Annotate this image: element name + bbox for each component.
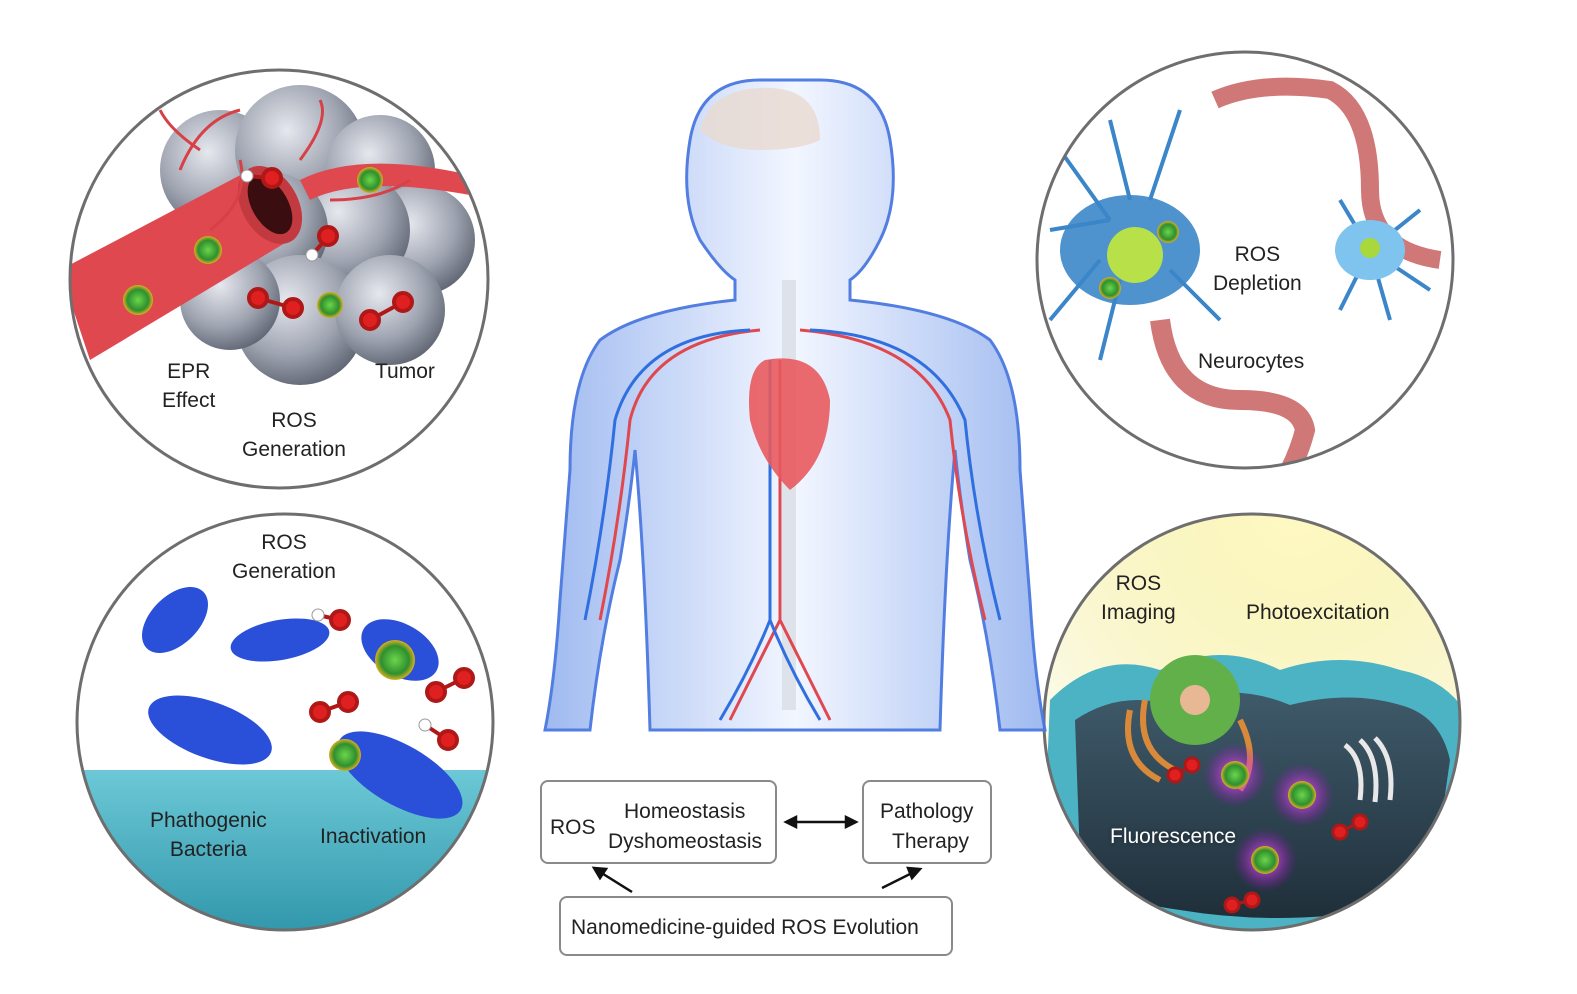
pathology-text: Pathology bbox=[880, 800, 974, 823]
neuro-ros-line2: Depletion bbox=[1213, 272, 1302, 295]
therapy-text: Therapy bbox=[892, 830, 970, 853]
pathology-therapy-box: Pathology Therapy bbox=[862, 780, 992, 864]
heart bbox=[749, 358, 830, 490]
ros-molecules bbox=[240, 167, 414, 331]
nanoparticles bbox=[123, 167, 383, 318]
brain bbox=[700, 87, 820, 150]
epr-effect-label: EPR Effect bbox=[162, 357, 215, 415]
vessels bbox=[583, 328, 1002, 721]
imaging-ros-line2: Imaging bbox=[1101, 601, 1176, 624]
tumor-ros-line2: Generation bbox=[242, 438, 346, 461]
tumor-label: Tumor bbox=[375, 360, 435, 383]
dyshomeostasis-text: Dyshomeostasis bbox=[608, 830, 763, 853]
bacteria-ros-line2: Generation bbox=[232, 560, 336, 583]
ros-state-box: ROS Homeostasis Dyshomeostasis bbox=[540, 780, 777, 864]
inactivation-label: Inactivation bbox=[320, 825, 427, 848]
epr-label-line1: EPR bbox=[167, 360, 211, 383]
neuro-panel bbox=[1035, 50, 1455, 470]
ros-imaging-label: ROS Imaging bbox=[1101, 569, 1176, 627]
flow-arrows bbox=[591, 814, 923, 894]
pathogenic-line2: Bacteria bbox=[169, 838, 247, 861]
bacteria-ros-generation-label: ROS Generation bbox=[232, 528, 336, 586]
pathogenic-line1: Phathogenic bbox=[150, 809, 267, 832]
human-body bbox=[543, 78, 1047, 732]
homeostasis-text: Homeostasis bbox=[624, 800, 746, 823]
nucleus bbox=[1107, 227, 1163, 283]
cell-panel bbox=[1042, 512, 1462, 932]
neurocytes-label: Neurocytes bbox=[1198, 350, 1305, 373]
tumor-ros-generation-label: ROS Generation bbox=[242, 406, 346, 464]
neuro-ros-line1: ROS bbox=[1234, 243, 1281, 266]
fluorescent-nanoparticles bbox=[1203, 743, 1334, 892]
imaging-ros-line1: ROS bbox=[1115, 572, 1162, 595]
neuro-ros-depletion-label: ROS Depletion bbox=[1213, 240, 1302, 298]
nanoparticles bbox=[329, 640, 415, 771]
photoexcitation-label: Photoexcitation bbox=[1246, 601, 1390, 624]
golgi bbox=[1343, 736, 1394, 803]
fluorescence-label: Fluorescence bbox=[1110, 825, 1237, 848]
tumor-ros-line1: ROS bbox=[271, 409, 317, 432]
bacteria-ros-line1: ROS bbox=[261, 531, 307, 554]
ros-text: ROS bbox=[550, 816, 596, 839]
ros-molecules bbox=[1166, 756, 1369, 914]
cytoplasm bbox=[1075, 692, 1450, 918]
nanomedicine-text: Nanomedicine-guided ROS Evolution bbox=[571, 916, 919, 939]
epr-label-line2: Effect bbox=[162, 389, 216, 412]
blood-vessel bbox=[70, 99, 470, 360]
pathogenic-bacteria-label: Phathogenic Bacteria bbox=[150, 806, 267, 864]
nanomedicine-box: Nanomedicine-guided ROS Evolution bbox=[559, 896, 953, 956]
ros-molecules bbox=[309, 608, 475, 751]
tumor-panel bbox=[68, 68, 490, 490]
